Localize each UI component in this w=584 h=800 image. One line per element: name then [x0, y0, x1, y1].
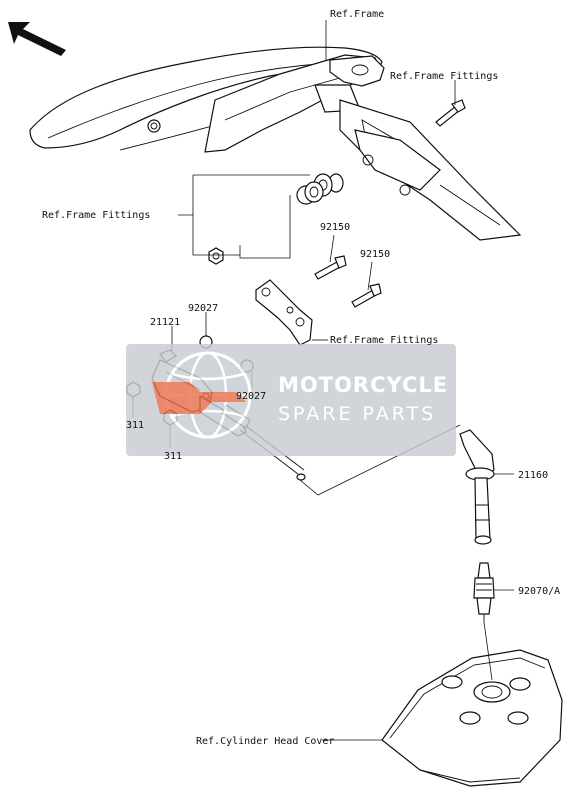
label-part-92027-b[interactable]: 92027	[236, 391, 266, 402]
arrow-up-left-icon	[8, 22, 66, 56]
plug-cap	[459, 429, 495, 545]
label-ref-frame-fittings-top[interactable]: Ref.Frame Fittings	[390, 71, 498, 82]
spark-plug	[473, 562, 495, 622]
watermark-title: MOTORCYCLE	[278, 373, 448, 397]
watermark-subtitle: SPARE PARTS	[278, 403, 436, 425]
label-ref-frame-fittings-mid[interactable]: Ref.Frame Fittings	[330, 335, 438, 346]
nut-left	[208, 247, 224, 265]
label-part-92070[interactable]: 92070/A	[518, 586, 560, 597]
watermark: MOTORCYCLE SPARE PARTS	[126, 344, 456, 456]
label-ref-cylinder-head-cover[interactable]: Ref.Cylinder Head Cover	[196, 736, 334, 747]
bolts-92150	[314, 255, 382, 308]
label-part-92150-a[interactable]: 92150	[320, 222, 350, 233]
frame-bolt-top	[435, 99, 466, 127]
label-part-311-b[interactable]: 311	[164, 451, 182, 462]
label-part-21160[interactable]: 21160	[518, 470, 548, 481]
frame-drawing	[29, 46, 522, 241]
grommets	[296, 173, 344, 205]
label-part-92150-b[interactable]: 92150	[360, 249, 390, 260]
bracket	[255, 279, 313, 346]
label-ref-frame-fittings-left[interactable]: Ref.Frame Fittings	[42, 210, 150, 221]
label-part-92027-a[interactable]: 92027	[188, 303, 218, 314]
cylinder-head-cover	[381, 649, 563, 787]
label-part-311-a[interactable]: 311	[126, 420, 144, 431]
label-ref-frame[interactable]: Ref.Frame	[330, 9, 384, 20]
motorcycle-logo-icon	[152, 382, 246, 414]
label-part-21121[interactable]: 21121	[150, 317, 180, 328]
